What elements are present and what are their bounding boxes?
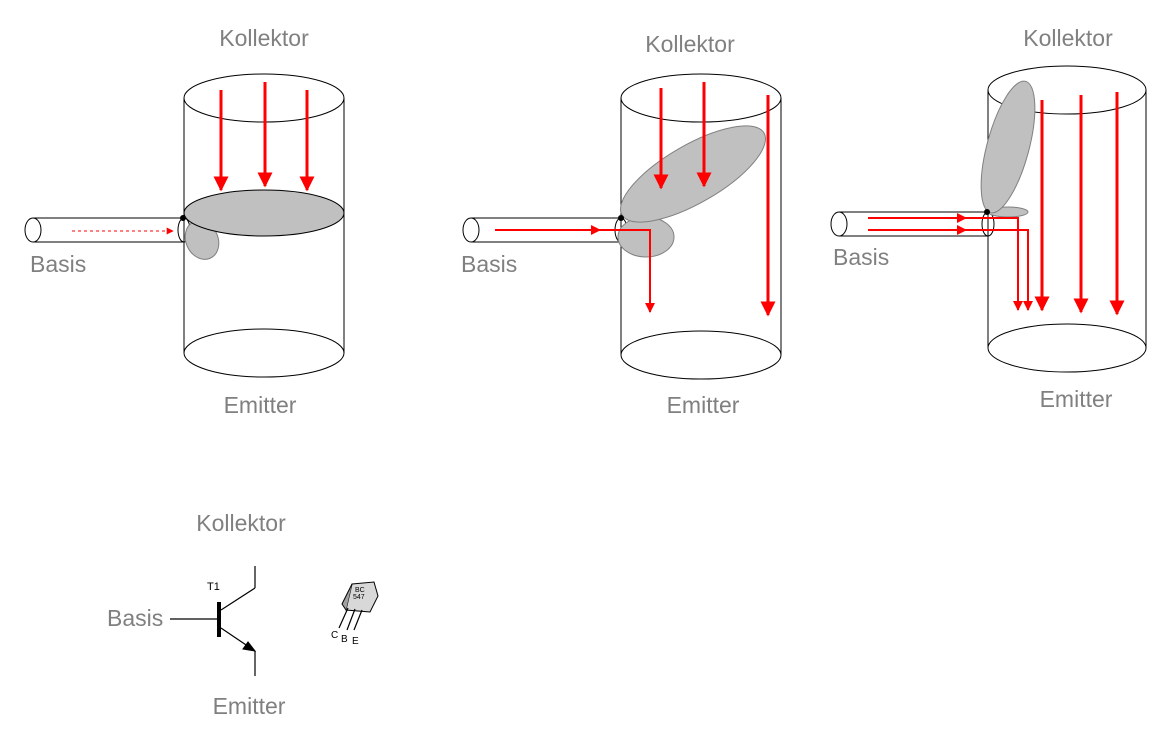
base-currents-3 xyxy=(868,213,1033,311)
pin-c-lead xyxy=(338,607,349,629)
junction-dot-3 xyxy=(984,209,990,215)
symbol-collector-label: Kollektor xyxy=(196,510,286,536)
base-tube-3 xyxy=(830,211,995,237)
bjt-npn-symbol-icon xyxy=(170,566,257,676)
package-marking-line2: 547 xyxy=(353,594,365,601)
base-current-2 xyxy=(495,225,655,313)
collector-label: Kollektor xyxy=(645,31,735,57)
collector-label: Kollektor xyxy=(219,25,309,51)
base-label: Basis xyxy=(833,244,889,270)
depletion-zone-2 xyxy=(620,125,766,223)
collector-currents-2 xyxy=(653,82,776,317)
emitter-label: Emitter xyxy=(224,392,297,418)
pin-b-label: B xyxy=(341,634,348,645)
base-lobe-2 xyxy=(617,216,675,258)
depletion-zone-1 xyxy=(183,189,345,237)
collector-currents-3 xyxy=(1034,92,1125,316)
pin-c-label: C xyxy=(331,630,338,641)
base-tube-1 xyxy=(24,217,191,243)
emitter-label: Emitter xyxy=(1040,386,1113,412)
collector-lead xyxy=(220,587,256,611)
base-current-path xyxy=(966,217,1023,311)
symbol-emitter-label: Emitter xyxy=(213,693,286,719)
panel-1: Kollektor Basis Emitter xyxy=(24,25,345,418)
pin-b-lead xyxy=(346,608,356,631)
cylinder-2 xyxy=(620,73,782,380)
collector-currents-1 xyxy=(213,82,315,192)
base-current-path xyxy=(598,229,655,313)
panel-2: Kollektor Basis Emitter xyxy=(461,31,782,418)
emitter-arrow-icon xyxy=(242,641,257,652)
to92-package-icon: BC 547 C B E xyxy=(331,581,379,647)
base-current-path xyxy=(966,229,1033,311)
depletion-zone-3 xyxy=(980,80,1036,214)
designator-label: T1 xyxy=(207,581,220,593)
transistor-symbol: Kollektor Basis Emitter T1 xyxy=(107,510,286,719)
emitter-label: Emitter xyxy=(667,392,740,418)
base-label: Basis xyxy=(461,251,517,277)
base-label: Basis xyxy=(30,251,86,277)
pin-e-lead xyxy=(353,609,363,631)
junction-dot-1 xyxy=(180,215,186,221)
junction-dot-2 xyxy=(618,215,624,221)
package-body xyxy=(345,581,379,613)
symbol-base-label: Basis xyxy=(107,605,163,631)
panel-3: Kollektor Basis Emitter xyxy=(830,25,1147,412)
package-marking-line1: BC xyxy=(355,587,365,594)
collector-label: Kollektor xyxy=(1023,25,1113,51)
pin-e-label: E xyxy=(352,636,359,647)
